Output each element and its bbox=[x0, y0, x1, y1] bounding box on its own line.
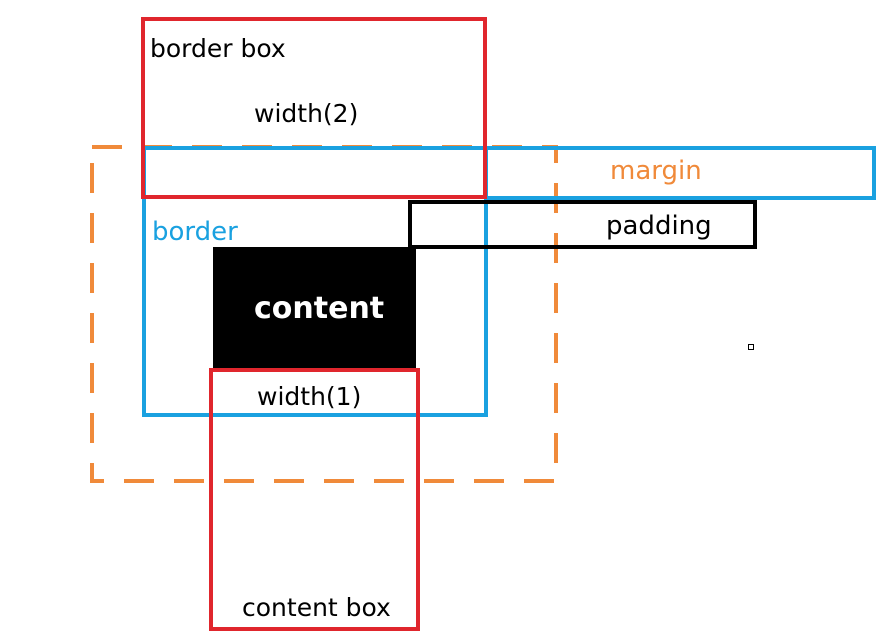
content-label: content bbox=[254, 291, 385, 326]
padding-label-box bbox=[408, 200, 757, 249]
border-box-outline bbox=[141, 17, 487, 199]
padding-label: padding bbox=[606, 211, 712, 241]
content-block bbox=[213, 247, 416, 368]
border-label: border bbox=[152, 217, 238, 247]
width-2-label: width(2) bbox=[254, 99, 359, 128]
content-box-outline bbox=[209, 368, 420, 631]
margin-label: margin bbox=[610, 156, 702, 186]
border-box-label: border box bbox=[150, 34, 286, 63]
content-box-label: content box bbox=[242, 593, 391, 622]
border-outline bbox=[142, 146, 488, 417]
width-1-label: width(1) bbox=[257, 382, 362, 411]
marker-square bbox=[748, 344, 754, 350]
